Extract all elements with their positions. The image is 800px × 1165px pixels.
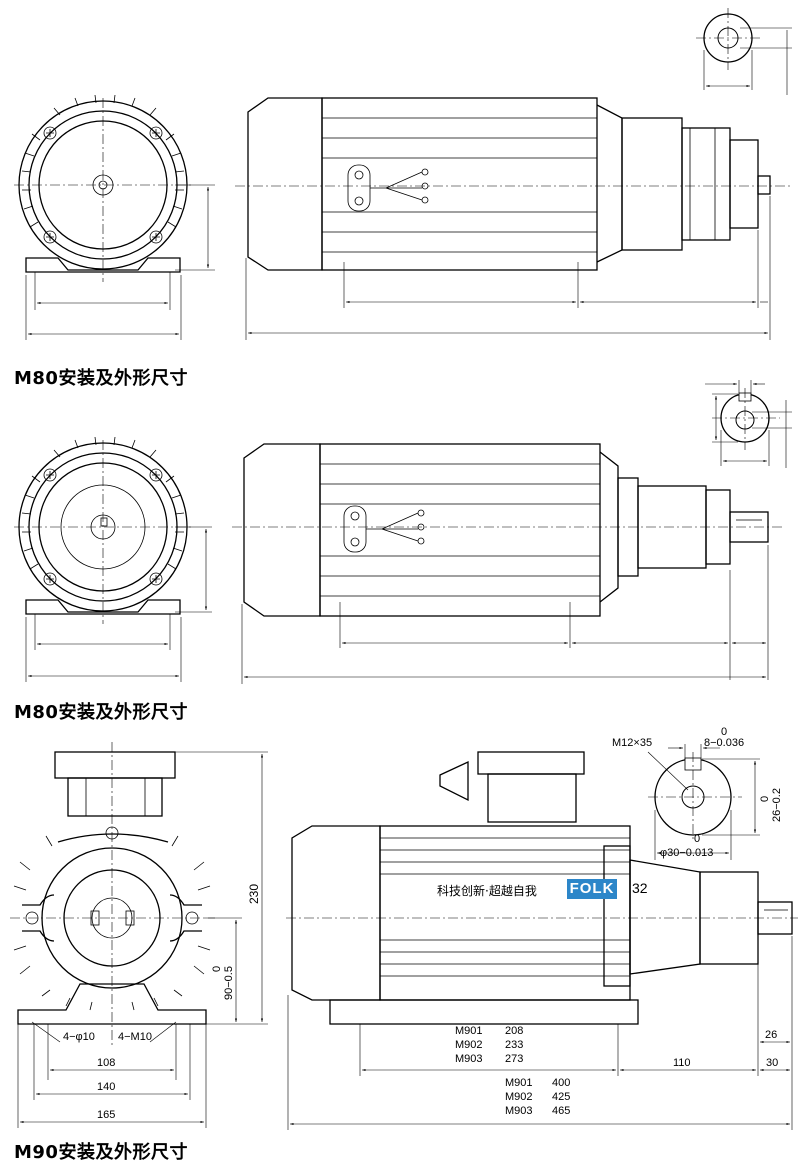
m90-model-3: M903	[455, 1053, 483, 1065]
section-heading-m90: M90安装及外形尺寸	[14, 1142, 188, 1163]
m90-model-1: M901	[455, 1025, 483, 1037]
m90-center-dim: 90−0.5	[223, 966, 235, 1000]
m90-keyh-dim: 26−0.2	[771, 788, 783, 822]
m90-body-len-3: 273	[505, 1053, 523, 1065]
m90-w140-dim: 140	[97, 1081, 115, 1093]
m90-nose-dim: 110	[673, 1057, 691, 1069]
section-heading-m80-b: M80安装及外形尺寸	[14, 702, 188, 723]
m80b-shaft-section	[705, 380, 792, 468]
m90-total-model-1: M901	[505, 1077, 533, 1089]
m90-key-len-dim: 26	[765, 1029, 777, 1041]
m90-holes-dim: 4−φ10	[63, 1031, 95, 1043]
m90-shaft-section: 0 8−0.036 M12×35 0 26−0.2 0 φ30−0.013	[612, 726, 783, 860]
m90-total-model-3: M903	[505, 1105, 533, 1117]
company-slogan: 科技创新·超越自我	[437, 884, 537, 898]
m90-dia-tol: 0	[694, 833, 700, 845]
m90-side-view: M901 M902 M903 208 233 273 110 30 26 M90…	[286, 751, 798, 1130]
m90-height-total-dim: 230	[247, 884, 261, 904]
m90-total-len-2: 425	[552, 1091, 570, 1103]
m80b-end-view	[14, 436, 212, 682]
m90-total-model-2: M902	[505, 1091, 533, 1103]
m80a-shaft-section	[696, 8, 792, 95]
m90-body-len-2: 233	[505, 1039, 523, 1051]
section-heading-m80-a: M80安装及外形尺寸	[14, 368, 188, 389]
m80a-end-view	[14, 94, 215, 340]
m90-key-dim: 8−0.036	[704, 737, 744, 749]
m90-center-tol: 0	[211, 966, 223, 972]
m90-end-view: 230 0 90−0.5 4−φ10 4−M10 108 140 165	[10, 742, 268, 1128]
m90-key-tol: 0	[721, 726, 727, 738]
m90-w165-dim: 165	[97, 1109, 115, 1121]
m90-total-len-1: 400	[552, 1077, 570, 1089]
brand-logo: FOLK	[567, 879, 617, 899]
m90-dia-dim: φ30−0.013	[660, 847, 713, 859]
m90-model-2: M902	[455, 1039, 483, 1051]
m90-shaft-dim: 30	[766, 1057, 778, 1069]
m80a-side-view	[235, 97, 790, 340]
m90-w108-dim: 108	[97, 1057, 115, 1069]
m90-thread-dim: M12×35	[612, 737, 652, 749]
m80b-side-view	[232, 443, 785, 684]
page-number: 32	[632, 880, 648, 896]
m90-total-len-3: 465	[552, 1105, 570, 1117]
m90-keyh-tol: 0	[759, 796, 771, 802]
m90-body-len-1: 208	[505, 1025, 523, 1037]
m90-threads-dim: 4−M10	[118, 1031, 152, 1043]
